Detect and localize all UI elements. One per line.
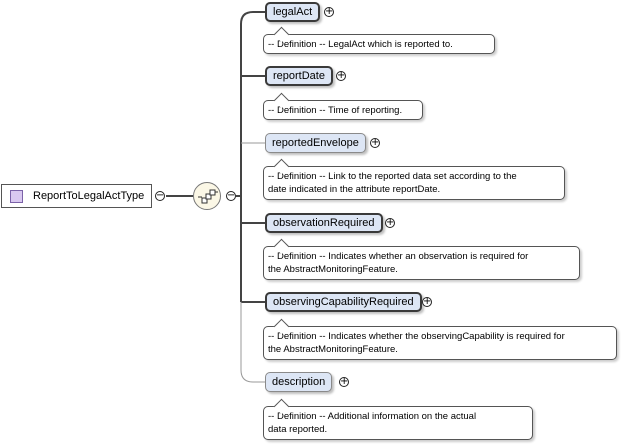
expand-toggle-observingCapabilityRequired[interactable]: +: [422, 296, 432, 307]
expand-toggle-reportDate[interactable]: +: [336, 70, 346, 81]
doc-line: -- Definition -- Indicates whether an ob…: [268, 251, 529, 262]
element-label: reportDate: [273, 70, 325, 82]
doc-line: -- Definition -- Additional information …: [268, 411, 477, 422]
element-reportDate[interactable]: reportDate: [265, 66, 333, 86]
sequence-compositor[interactable]: [193, 182, 221, 210]
element-observationRequired[interactable]: observationRequired: [265, 213, 383, 233]
complex-type-icon: [10, 189, 23, 203]
root-type-label: ReportToLegalActType: [33, 190, 145, 202]
doc-line: -- Definition -- LegalAct which is repor…: [268, 39, 453, 50]
element-label: description: [272, 376, 326, 388]
element-legalAct[interactable]: legalAct: [265, 2, 321, 22]
element-label: reportedEnvelope: [272, 137, 359, 149]
element-label: observingCapabilityRequired: [273, 296, 414, 308]
element-observingCapabilityRequired[interactable]: observingCapabilityRequired: [265, 292, 422, 312]
expand-toggle-reportedEnvelope[interactable]: +: [370, 137, 380, 148]
doc-line: data reported.: [268, 424, 328, 435]
branch-description: [240, 302, 265, 383]
doc-description: -- Definition -- Additional information …: [263, 398, 533, 440]
spine-line: [240, 11, 265, 25]
doc-observingCapabilityRequired: -- Definition -- Indicates whether the o…: [263, 318, 617, 360]
doc-line: -- Definition -- Link to the reported da…: [268, 171, 517, 182]
doc-line: -- Definition -- Indicates whether the o…: [268, 331, 565, 342]
root-collapse-toggle[interactable]: −: [155, 190, 165, 201]
element-reportedEnvelope[interactable]: reportedEnvelope: [265, 133, 366, 153]
expand-toggle-description[interactable]: +: [339, 376, 349, 387]
doc-reportDate: -- Definition -- Time of reporting.: [263, 92, 423, 120]
expand-toggle-legalAct[interactable]: +: [324, 6, 334, 17]
doc-line: -- Definition -- Time of reporting.: [268, 105, 403, 116]
element-label: legalAct: [273, 6, 313, 18]
expand-toggle-observationRequired[interactable]: +: [385, 217, 395, 228]
sequence-icon: [198, 189, 218, 204]
doc-line: the AbstractMonitoringFeature.: [268, 344, 398, 355]
doc-legalAct: -- Definition -- LegalAct which is repor…: [263, 26, 495, 54]
doc-observationRequired: -- Definition -- Indicates whether an ob…: [263, 238, 580, 280]
doc-line: date indicated in the attribute reportDa…: [268, 184, 441, 195]
sequence-collapse-toggle[interactable]: −: [226, 190, 236, 201]
doc-line: the AbstractMonitoringFeature.: [268, 264, 398, 275]
element-label: observationRequired: [273, 217, 375, 229]
doc-reportedEnvelope: -- Definition -- Link to the reported da…: [263, 158, 565, 200]
element-description[interactable]: description: [265, 372, 333, 392]
root-complex-type[interactable]: ReportToLegalActType: [1, 184, 152, 208]
